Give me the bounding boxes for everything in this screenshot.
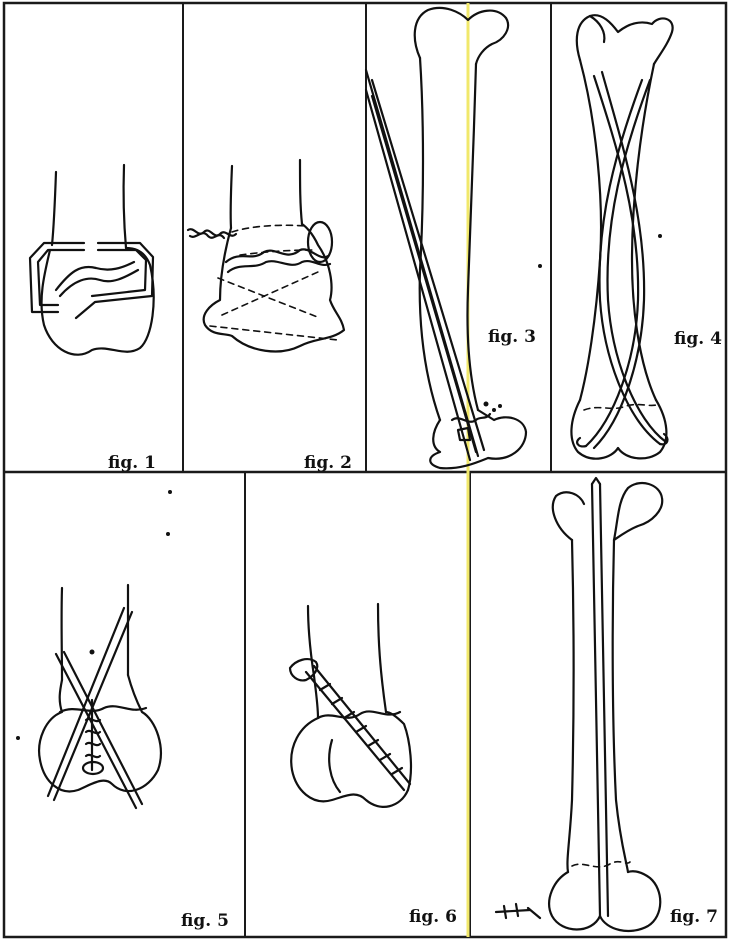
fig5-drawing: [16, 490, 172, 808]
fig7-drawing: [496, 478, 662, 931]
fig6-caption: fig. 6: [409, 907, 457, 927]
fig6-drawing: [290, 604, 411, 807]
fig7-caption: fig. 7: [670, 907, 718, 927]
fig2-drawing: [188, 160, 344, 351]
fig3-caption: fig. 3: [488, 327, 536, 347]
fig1-caption: fig. 1: [108, 453, 156, 473]
fig3-drawing: [366, 8, 542, 468]
fig1-drawing: [30, 165, 154, 355]
fig4-drawing: [571, 15, 672, 458]
fig2-caption: fig. 2: [304, 453, 352, 473]
fig5-caption: fig. 5: [181, 911, 229, 931]
fig4-caption: fig. 4: [674, 329, 722, 349]
